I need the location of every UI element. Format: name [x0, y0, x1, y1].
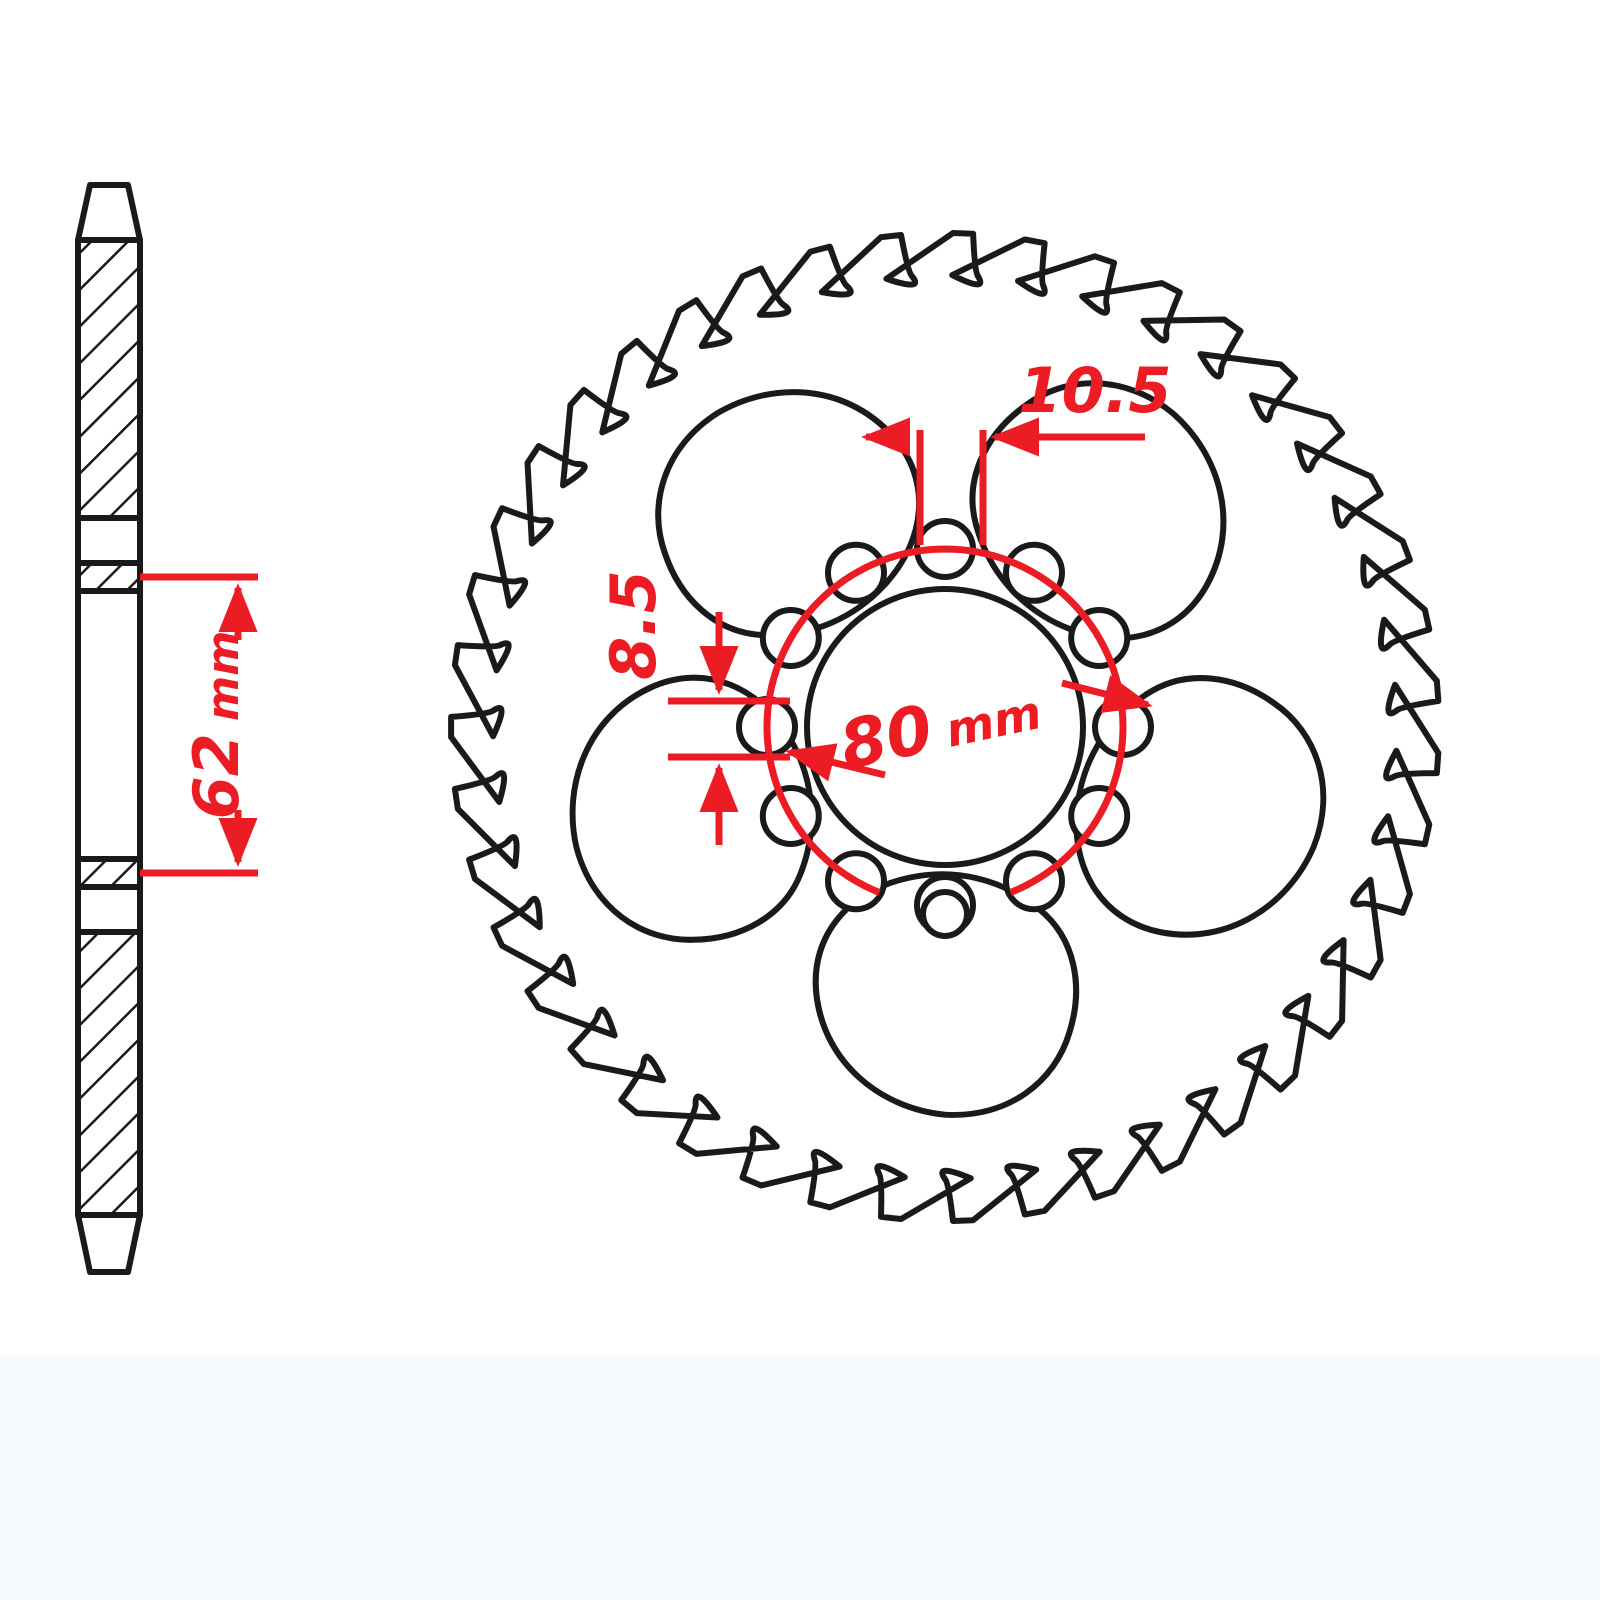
side-section-view: [75, 182, 143, 1275]
side-bottom-tooth-tip: [75, 1212, 143, 1275]
bolt-hole-group: [736, 518, 1154, 936]
dimension-62mm: [140, 573, 258, 877]
side-lower-rim-section: [75, 929, 143, 1218]
dimension-80mm: [763, 545, 1153, 896]
dimension-10-5: [861, 417, 1145, 545]
side-upper-relief: [75, 515, 143, 566]
bcd-arrow-left: [785, 743, 886, 782]
dimension-label-10-5: 10.5: [1019, 354, 1172, 427]
dimension-label-62mm: 62mm: [180, 631, 253, 820]
dimension-label-8-5: 8.5: [597, 570, 670, 680]
side-upper-rim-section: [75, 237, 143, 521]
lower-index-hole: [920, 889, 970, 939]
side-center-web: [75, 588, 143, 862]
spoke-window: [812, 871, 1080, 1118]
side-upper-web-band: [75, 560, 143, 594]
bolt-circle-arc: [763, 545, 1127, 896]
bcd-arrow-right: [1061, 675, 1153, 714]
side-top-tooth-tip: [75, 182, 143, 243]
dimension-8-5: [668, 612, 790, 845]
footer-band: [0, 1355, 1600, 1600]
side-lower-web-band: [75, 856, 143, 890]
center-bore: [804, 586, 1086, 868]
side-lower-relief: [75, 884, 143, 935]
front-view: [448, 230, 1442, 1224]
